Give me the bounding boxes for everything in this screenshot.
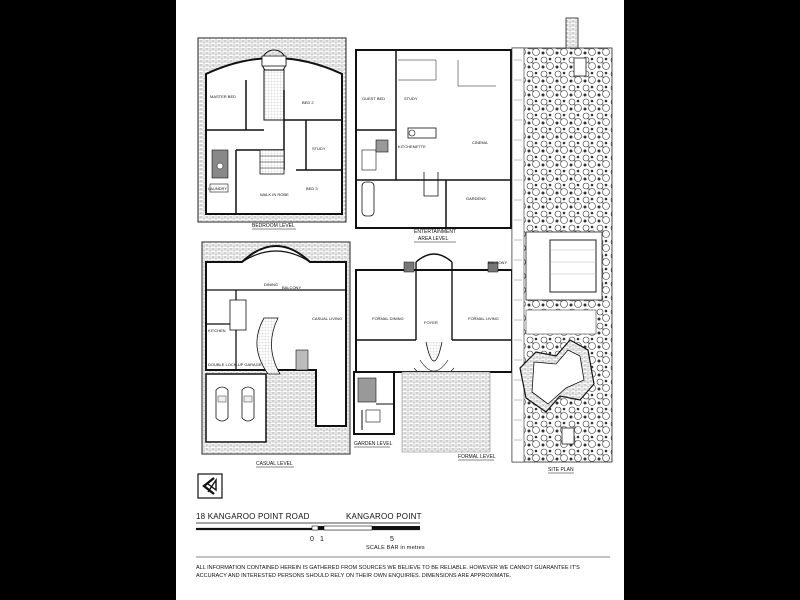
room-formal-living: FORMAL LIVING (468, 316, 499, 321)
disclaimer-text: ALL INFORMATION CONTAINED HEREIN IS GATH… (196, 565, 580, 579)
ent-level-label-2: AREA LEVEL (418, 236, 449, 242)
site-plan-label: SITE PLAN (548, 467, 574, 473)
scale-tick-1: 1 (320, 536, 325, 543)
bedroom-level-plan: MASTER BED BED 2 STUDY BED 3 LAUNDRY WAL… (197, 37, 347, 230)
scale-tick-0: 0 (310, 536, 315, 543)
room-dining: DINING (264, 282, 278, 287)
room-study-ent: STUDY (404, 96, 418, 101)
scale-bar (311, 525, 420, 531)
formal-level-plan: FORMAL DINING FORMAL LIVING FOYER BALCON… (355, 253, 513, 461)
garden-level-plan: GARDEN LEVEL (353, 371, 395, 448)
room-bed3: BED 3 (306, 186, 318, 191)
room-casual-living: CASUAL LIVING (312, 316, 342, 321)
room-study-top: STUDY (312, 146, 326, 151)
property-suburb: KANGAROO POINT (346, 512, 422, 521)
room-garage: DOUBLE LOCK-UP GARAGE (208, 362, 262, 367)
site-plan: SITE PLAN (511, 17, 613, 474)
room-balcony-formal: BALCONY (488, 260, 507, 265)
floor-plan-sheet: MASTER BED BED 2 STUDY BED 3 LAUNDRY WAL… (176, 0, 624, 600)
room-kitchen: KITCHEN (208, 328, 226, 333)
room-guest-bed: GUEST BED (362, 96, 385, 101)
casual-level-label: CASUAL LEVEL (256, 461, 293, 467)
floor-plan-drawing: MASTER BED BED 2 STUDY BED 3 LAUNDRY WAL… (196, 17, 613, 558)
casual-level-plan: BALCONY DINING KITCHEN CASUAL LIVING DOU… (201, 241, 351, 468)
room-master-bed: MASTER BED (210, 94, 236, 99)
room-balcony: BALCONY (282, 285, 301, 290)
room-foyer: FOYER (424, 320, 438, 325)
room-walk-in-robe: WALK IN ROBE (260, 192, 289, 197)
cn-logo (197, 473, 223, 499)
formal-level-label: FORMAL LEVEL (458, 454, 496, 460)
scale-tick-5: 5 (390, 536, 395, 543)
room-bed2: BED 2 (302, 100, 314, 105)
garden-level-label: GARDEN LEVEL (354, 441, 393, 447)
entertainment-level-plan: GUEST BED STUDY CINEMA KITCHENETTE GARDE… (355, 49, 512, 243)
scale-bar-label: SCALE BAR in metres (366, 545, 425, 551)
room-formal-dining: FORMAL DINING (372, 316, 404, 321)
room-cinema: CINEMA (472, 140, 488, 145)
room-kitchenette: KITCHENETTE (398, 144, 426, 149)
ent-level-label-1: ENTERTAINMENT (414, 229, 456, 235)
property-address: 18 KANGAROO POINT ROAD (196, 512, 310, 521)
bedroom-level-label: BEDROOM LEVEL (252, 223, 295, 229)
room-laundry: LAUNDRY (208, 186, 227, 191)
room-gardens: GARDENS (466, 196, 486, 201)
